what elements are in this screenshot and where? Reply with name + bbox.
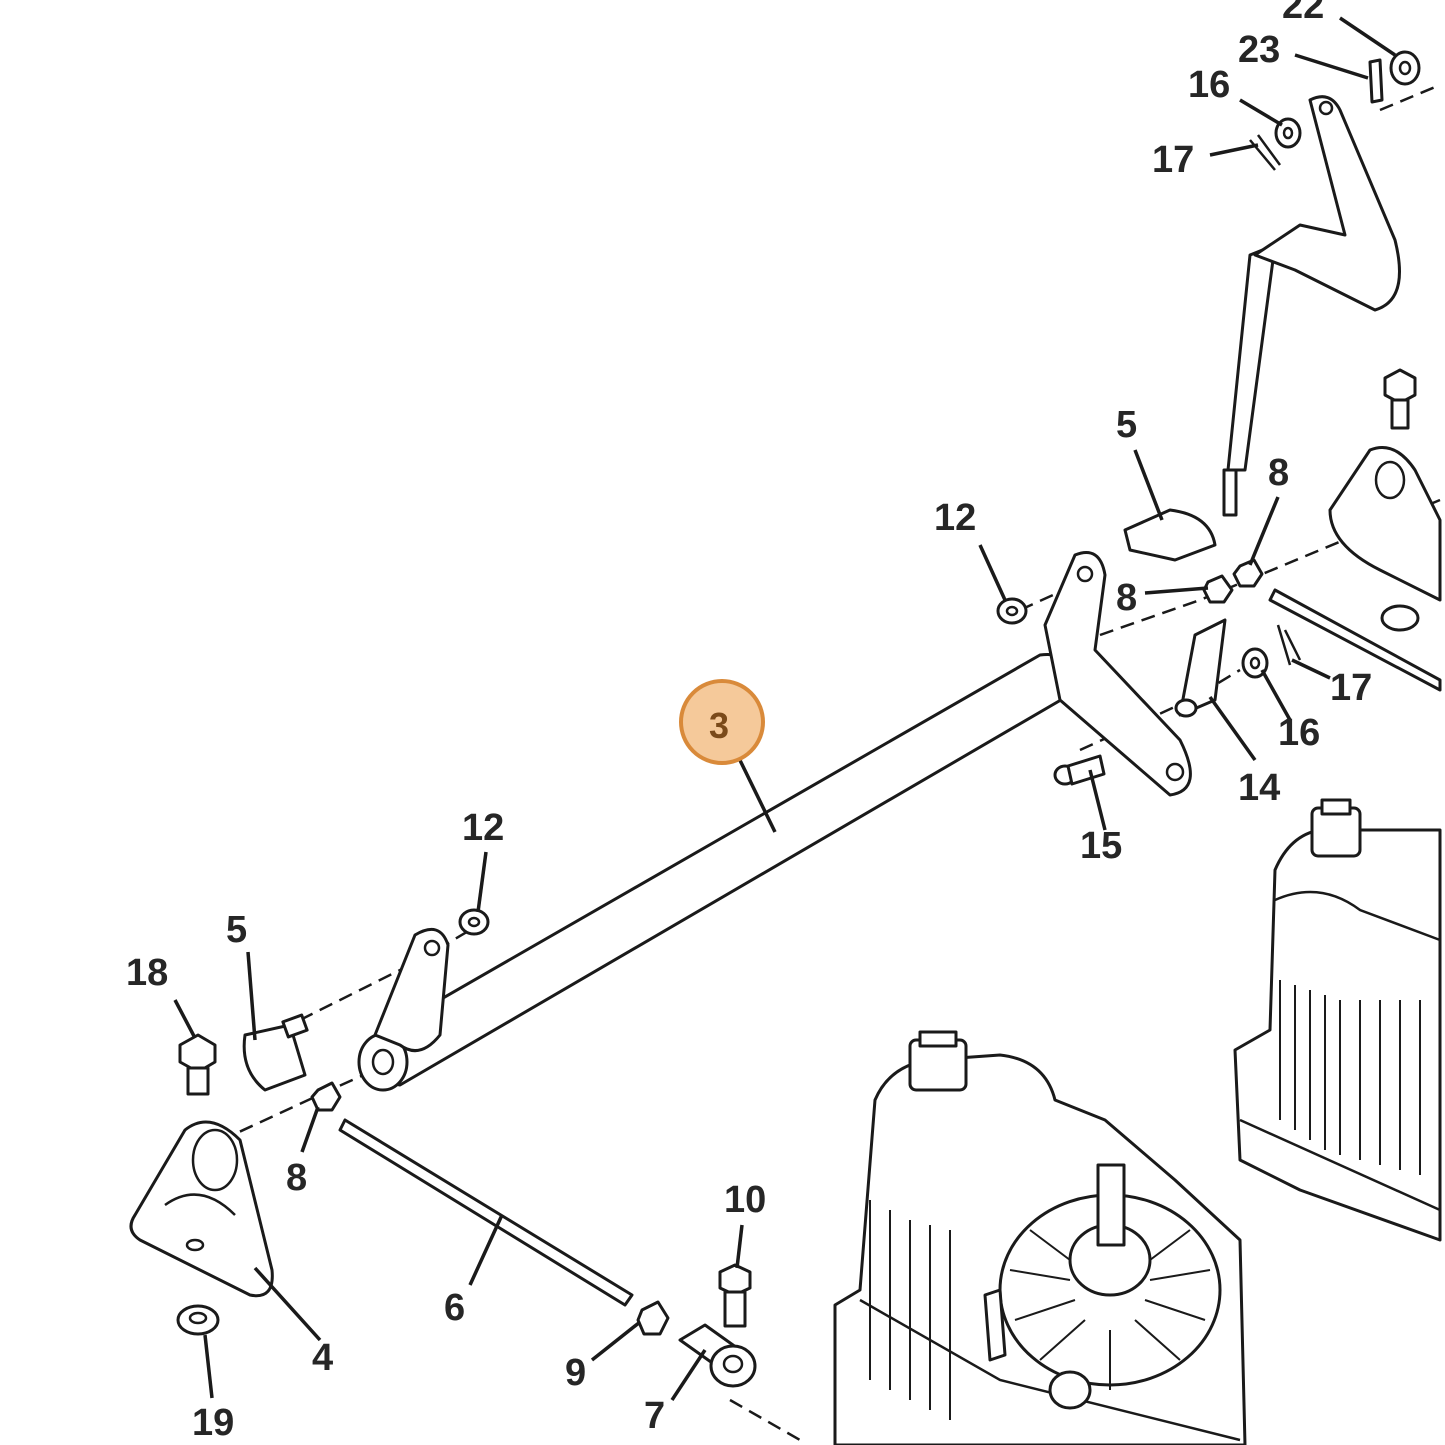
nut-19	[176, 1304, 220, 1336]
callout-16-top: 16	[1188, 64, 1230, 106]
callout-7: 7	[644, 1395, 665, 1437]
callout-15: 15	[1080, 825, 1122, 867]
washer-16-top	[1274, 117, 1302, 149]
jam-nut-9	[636, 1300, 670, 1336]
nut-8-left	[310, 1081, 342, 1112]
bolt-10	[718, 1263, 752, 1328]
callout-17-top: 17	[1152, 139, 1194, 181]
transmission-right	[1233, 798, 1442, 1242]
callout-14: 14	[1238, 767, 1280, 809]
nut-right-flange	[1380, 604, 1420, 632]
washer-16-right	[1241, 647, 1269, 679]
pin-22	[1368, 58, 1384, 104]
cross-shaft-part	[357, 551, 1192, 1092]
callout-17-right: 17	[1330, 667, 1372, 709]
pivot-pin-5-left	[242, 1013, 309, 1092]
callout-12-left: 12	[462, 807, 504, 849]
washer-12-left	[458, 908, 490, 936]
callout-10: 10	[724, 1179, 766, 1221]
right-mount-bracket	[1328, 446, 1442, 602]
clevis-14	[1174, 618, 1227, 718]
pivot-pin-5-right	[1123, 508, 1217, 562]
hairpin-17-top	[1249, 134, 1282, 171]
bolt-right-top	[1383, 368, 1417, 430]
nut-8-right-b	[1232, 558, 1264, 588]
callout-16-right: 16	[1278, 712, 1320, 754]
callout-8-left: 8	[286, 1157, 307, 1199]
leader-lines	[173, 16, 1396, 1401]
callout-8-right-top: 8	[1268, 452, 1289, 494]
control-rod-6	[338, 1118, 634, 1307]
left-mount-bracket	[129, 1120, 274, 1298]
callout-22: 22	[1282, 0, 1324, 27]
washer-12-right	[996, 597, 1028, 625]
callout-3: 3	[709, 705, 729, 746]
nut-8-right-a	[1202, 574, 1234, 604]
callout-12-right: 12	[934, 497, 976, 539]
callout-labels: 22 23 16 17 5 12 8 8 17 16 14 15 3 12 5 …	[126, 0, 1372, 1444]
callout-5-left: 5	[226, 909, 247, 951]
callout-8-right-mid: 8	[1116, 577, 1137, 619]
washer-23	[1389, 50, 1421, 86]
callout-5-right: 5	[1116, 404, 1137, 446]
rod-right	[1268, 588, 1442, 692]
clevis-pin-15	[1053, 754, 1106, 786]
callout-18: 18	[126, 952, 168, 994]
callout-9: 9	[565, 1352, 586, 1394]
upper-bellcrank	[1253, 95, 1401, 312]
callout-6: 6	[444, 1287, 465, 1329]
highlight-circle	[679, 679, 765, 765]
transmission-center	[833, 1030, 1247, 1445]
callout-4: 4	[312, 1337, 333, 1379]
ball-joint-7	[678, 1323, 757, 1388]
callout-23: 23	[1238, 29, 1280, 71]
callout-19: 19	[192, 1402, 234, 1444]
hairpin-17-right	[1276, 624, 1302, 666]
bolt-18	[178, 1033, 217, 1096]
